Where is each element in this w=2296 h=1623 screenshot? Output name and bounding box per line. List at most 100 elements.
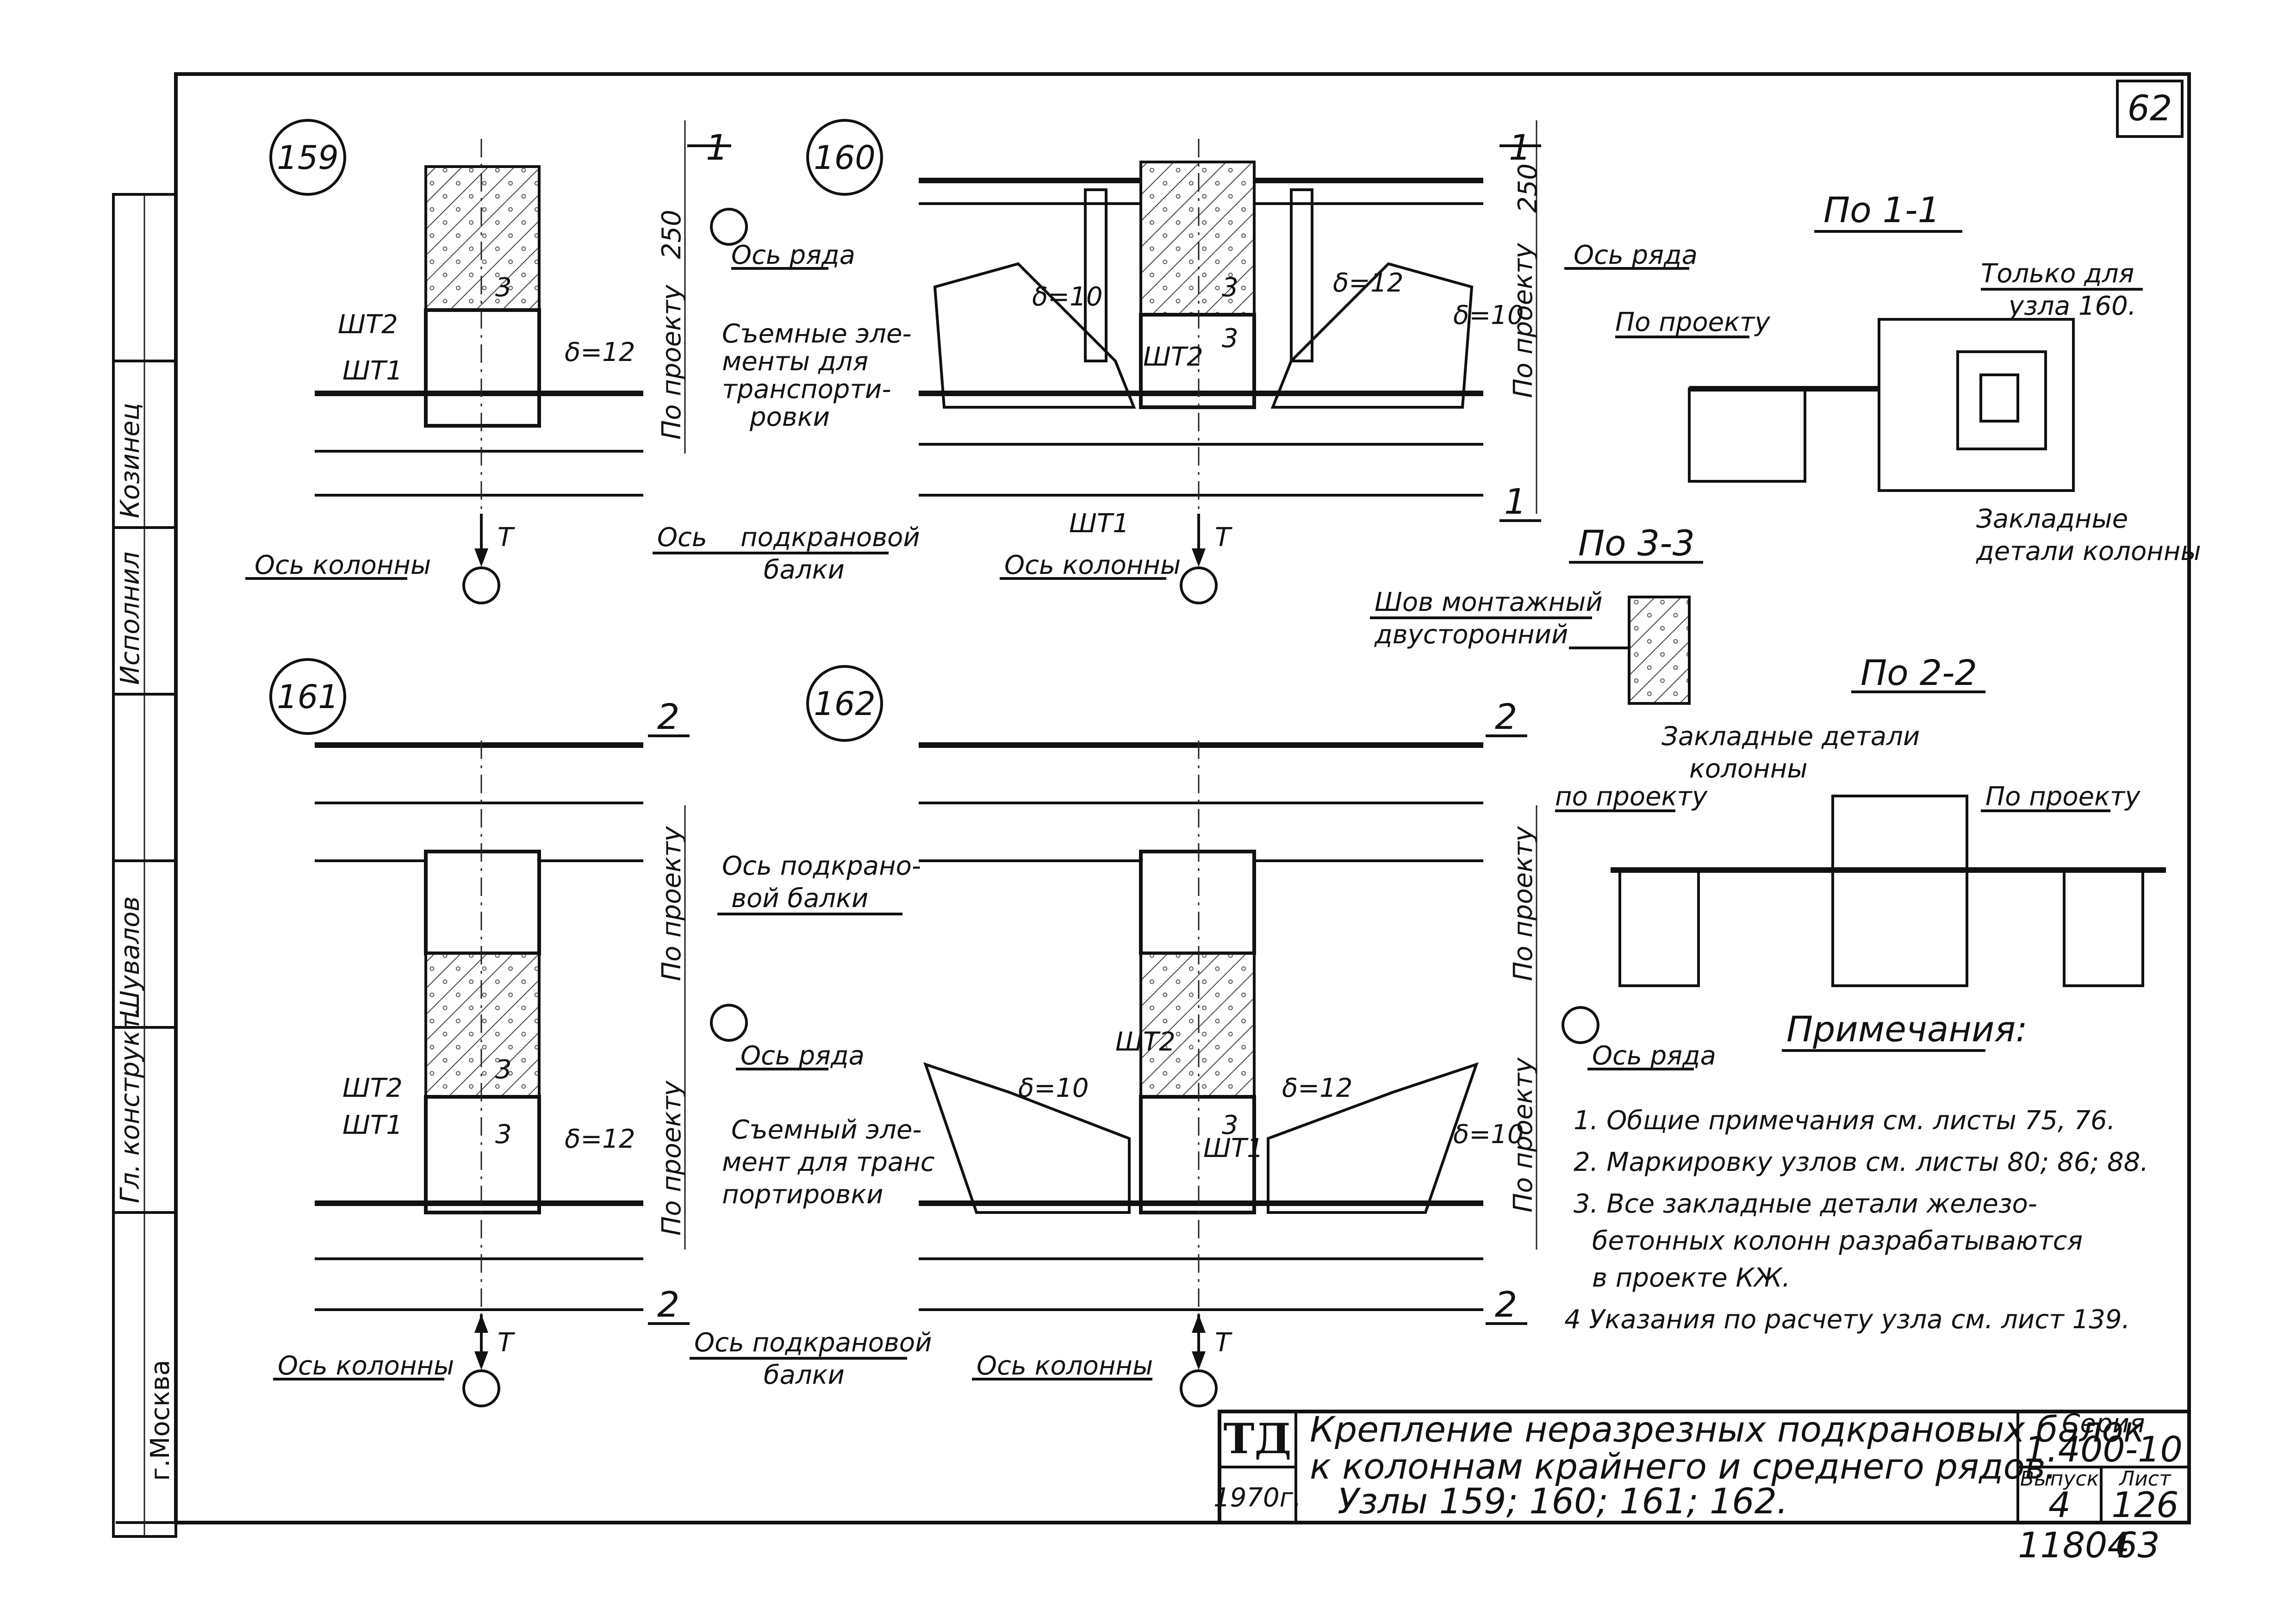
node-159-sht1: ШТ1 <box>342 356 403 386</box>
note-4: 4 Указания по расчету узла см. лист 139. <box>1564 1305 2130 1335</box>
node-161-delta: δ=12 <box>565 1124 635 1154</box>
node-161-po-proektu-b: По проекту <box>657 1081 687 1236</box>
title-year: 1970г. <box>1213 1483 1301 1513</box>
node-161-beam-axis-bot-1: Ось подкрановой <box>694 1328 932 1358</box>
node-160-three-b: 3 <box>1222 323 1238 354</box>
node-161-beam-axis-bot-2: балки <box>764 1360 845 1390</box>
node-162-cut-bottom: 2 <box>1495 1284 1517 1325</box>
node-162-delta-left: δ=10 <box>1018 1073 1089 1103</box>
node-161-cut-bottom: 2 <box>657 1284 679 1325</box>
node-160-cut-top: 1 <box>1509 127 1531 168</box>
node-161-beam-axis-top-2: вой балки <box>731 883 868 914</box>
section-1-1-embedded-1: Закладные <box>1976 504 2128 534</box>
node-160-removable-4: ровки <box>749 402 830 432</box>
section-1-1-po-proektu: По проекту <box>1615 307 1770 337</box>
title-line-2: к колоннам крайнего и среднего рядов. <box>1310 1446 2057 1487</box>
issue-label: Выпуск <box>2020 1467 2099 1491</box>
node-162-three: 3 <box>1222 1110 1238 1140</box>
title-org: ТД <box>1224 1414 1292 1463</box>
node-162-cut-top: 2 <box>1495 696 1517 737</box>
section-1-1-only-2: узла 160. <box>2008 291 2136 321</box>
section-3-3-title: По 3-3 <box>1578 522 1695 564</box>
node-161: 161 T ШТ2 ШТ1 3 3 δ=12 По проекту По про… <box>269 658 932 1407</box>
section-1-1: По 1-1 Только для узла 160. По проекту З… <box>1615 189 2201 566</box>
node-161-beam-axis-top-1: Ось подкрано- <box>722 851 921 881</box>
node-160: 160 T δ=10 δ=12 δ=10 ШТ2 3 3 ШТ1 Ось кол… <box>653 119 1698 604</box>
node-161-os-kolonny: Ось колонны <box>278 1351 454 1381</box>
footer-code: 11804 <box>2018 1524 2130 1566</box>
node-160-delta-mid: δ=12 <box>1333 268 1403 298</box>
section-3-3: По 3-3 Шов монтажный двусторонний <box>1370 522 1703 705</box>
node-161-cut-top: 2 <box>657 696 679 737</box>
node-159-os-ryada: Ось ряда <box>731 240 855 270</box>
title-block: ТД 1970г. Крепление неразрезных подкрано… <box>1213 1409 2191 1525</box>
node-160-sht1: ШТ1 <box>1069 509 1129 539</box>
note-3-cont-1: бетонных колонн разрабатываются <box>1592 1226 2083 1256</box>
node-160-beam-axis-3: балки <box>764 555 845 585</box>
section-1-1-embedded-2: детали колонны <box>1976 536 2201 566</box>
node-161-sht1: ШТ1 <box>342 1110 403 1140</box>
node-160-beam-axis-1: Ось <box>657 522 707 553</box>
notes-title: Примечания: <box>1786 1008 2028 1050</box>
node-160-os-kolonny: Ось колонны <box>1004 550 1181 580</box>
node-159-po-proektu: По проекту <box>657 285 687 440</box>
node-160-removable-1: Съемные эле- <box>722 319 912 349</box>
sheet-number-box: 62 <box>2116 80 2184 138</box>
node-159-dim: 250 <box>657 210 687 259</box>
section-2-2: По 2-2 Закладные детали колонны по проек… <box>1555 652 2166 987</box>
sheet-label: Лист <box>2118 1467 2172 1491</box>
node-161-number: 161 <box>277 678 339 716</box>
sheet-number: 62 <box>2128 87 2172 129</box>
node-159-os-kolonny: Ось колонны <box>255 550 431 580</box>
series-label: Серия <box>2062 1409 2145 1439</box>
node-162-number: 162 <box>814 685 876 723</box>
section-3-3-weld-2: двусторонний <box>1374 620 1568 650</box>
node-162-sht1: ШТ1 <box>1203 1133 1263 1163</box>
node-160-t: T <box>1215 522 1232 553</box>
series-value: 1.400-10 <box>2024 1429 2183 1470</box>
node-162-os-ryada: Ось ряда <box>1592 1041 1716 1071</box>
section-1-1-only-1: Только для <box>1981 259 2134 289</box>
section-1-1-title: По 1-1 <box>1823 189 1940 230</box>
role-chief-name: Шувалов <box>115 896 145 1018</box>
title-line-3: Узлы 159; 160; 161; 162. <box>1338 1480 1788 1522</box>
node-161-os-ryada: Ось ряда <box>740 1041 865 1071</box>
node-162-sht2: ШТ2 <box>1115 1027 1176 1057</box>
node-162-removable-1: Съемный эле- <box>731 1115 922 1145</box>
title-line-1: Крепление неразрезных подкрановых балок <box>1310 1409 2145 1450</box>
side-stamp: Гл. конструкт. Шувалов Исполнил Козинец … <box>112 193 177 1538</box>
node-160-cut-bottom: 1 <box>1504 481 1526 522</box>
node-162-delta-right: δ=10 <box>1453 1119 1524 1150</box>
node-161-three-a: 3 <box>495 1055 512 1085</box>
node-160-delta-right: δ=10 <box>1453 300 1524 330</box>
node-159-number: 159 <box>277 139 339 177</box>
node-159-sht2: ШТ2 <box>338 310 398 340</box>
role-performer-name: Козинец <box>115 403 145 518</box>
node-160-beam-axis-2: подкрановой <box>740 522 920 553</box>
node-159-delta: δ=12 <box>565 337 635 367</box>
section-2-2-po-right: По проекту <box>1985 782 2140 812</box>
node-161-three-b: 3 <box>495 1119 512 1150</box>
note-3-cont-2: в проекте КЖ. <box>1592 1263 1790 1293</box>
node-161-sht2: ШТ2 <box>342 1073 403 1103</box>
node-159-three-a: 3 <box>495 273 512 303</box>
note-3: 3. Все закладные детали железо- <box>1574 1189 2037 1219</box>
node-160-po-proektu: По проекту <box>1508 243 1538 398</box>
node-159: 159 T ШТ2 ШТ1 3 δ=12 250 По проекту Ось … <box>245 119 855 604</box>
node-162-removable-3: портировки <box>722 1180 883 1210</box>
node-162-t: T <box>1215 1328 1232 1358</box>
role-performer: Исполнил <box>115 552 145 685</box>
footer-page: 63 <box>2115 1524 2160 1566</box>
section-2-2-embedded-1: Закладные детали <box>1661 721 1920 752</box>
node-159-cut-top: 1 <box>706 127 728 168</box>
issue-value: 4 <box>2048 1484 2071 1525</box>
note-1: 1. Общие примечания см. листы 75, 76. <box>1574 1106 2116 1136</box>
sheet-value: 126 <box>2111 1484 2178 1525</box>
node-160-delta-left: δ=10 <box>1032 282 1102 312</box>
node-160-number: 160 <box>814 139 876 177</box>
node-160-removable-3: транспорти- <box>722 374 891 404</box>
node-160-os-ryada: Ось ряда <box>1574 240 1698 270</box>
node-162-po-proektu-b: По проекту <box>1508 1057 1538 1213</box>
node-162: 162 T δ=10 δ=12 δ=10 ШТ2 ШТ1 3 Съемный э… <box>722 665 1716 1407</box>
